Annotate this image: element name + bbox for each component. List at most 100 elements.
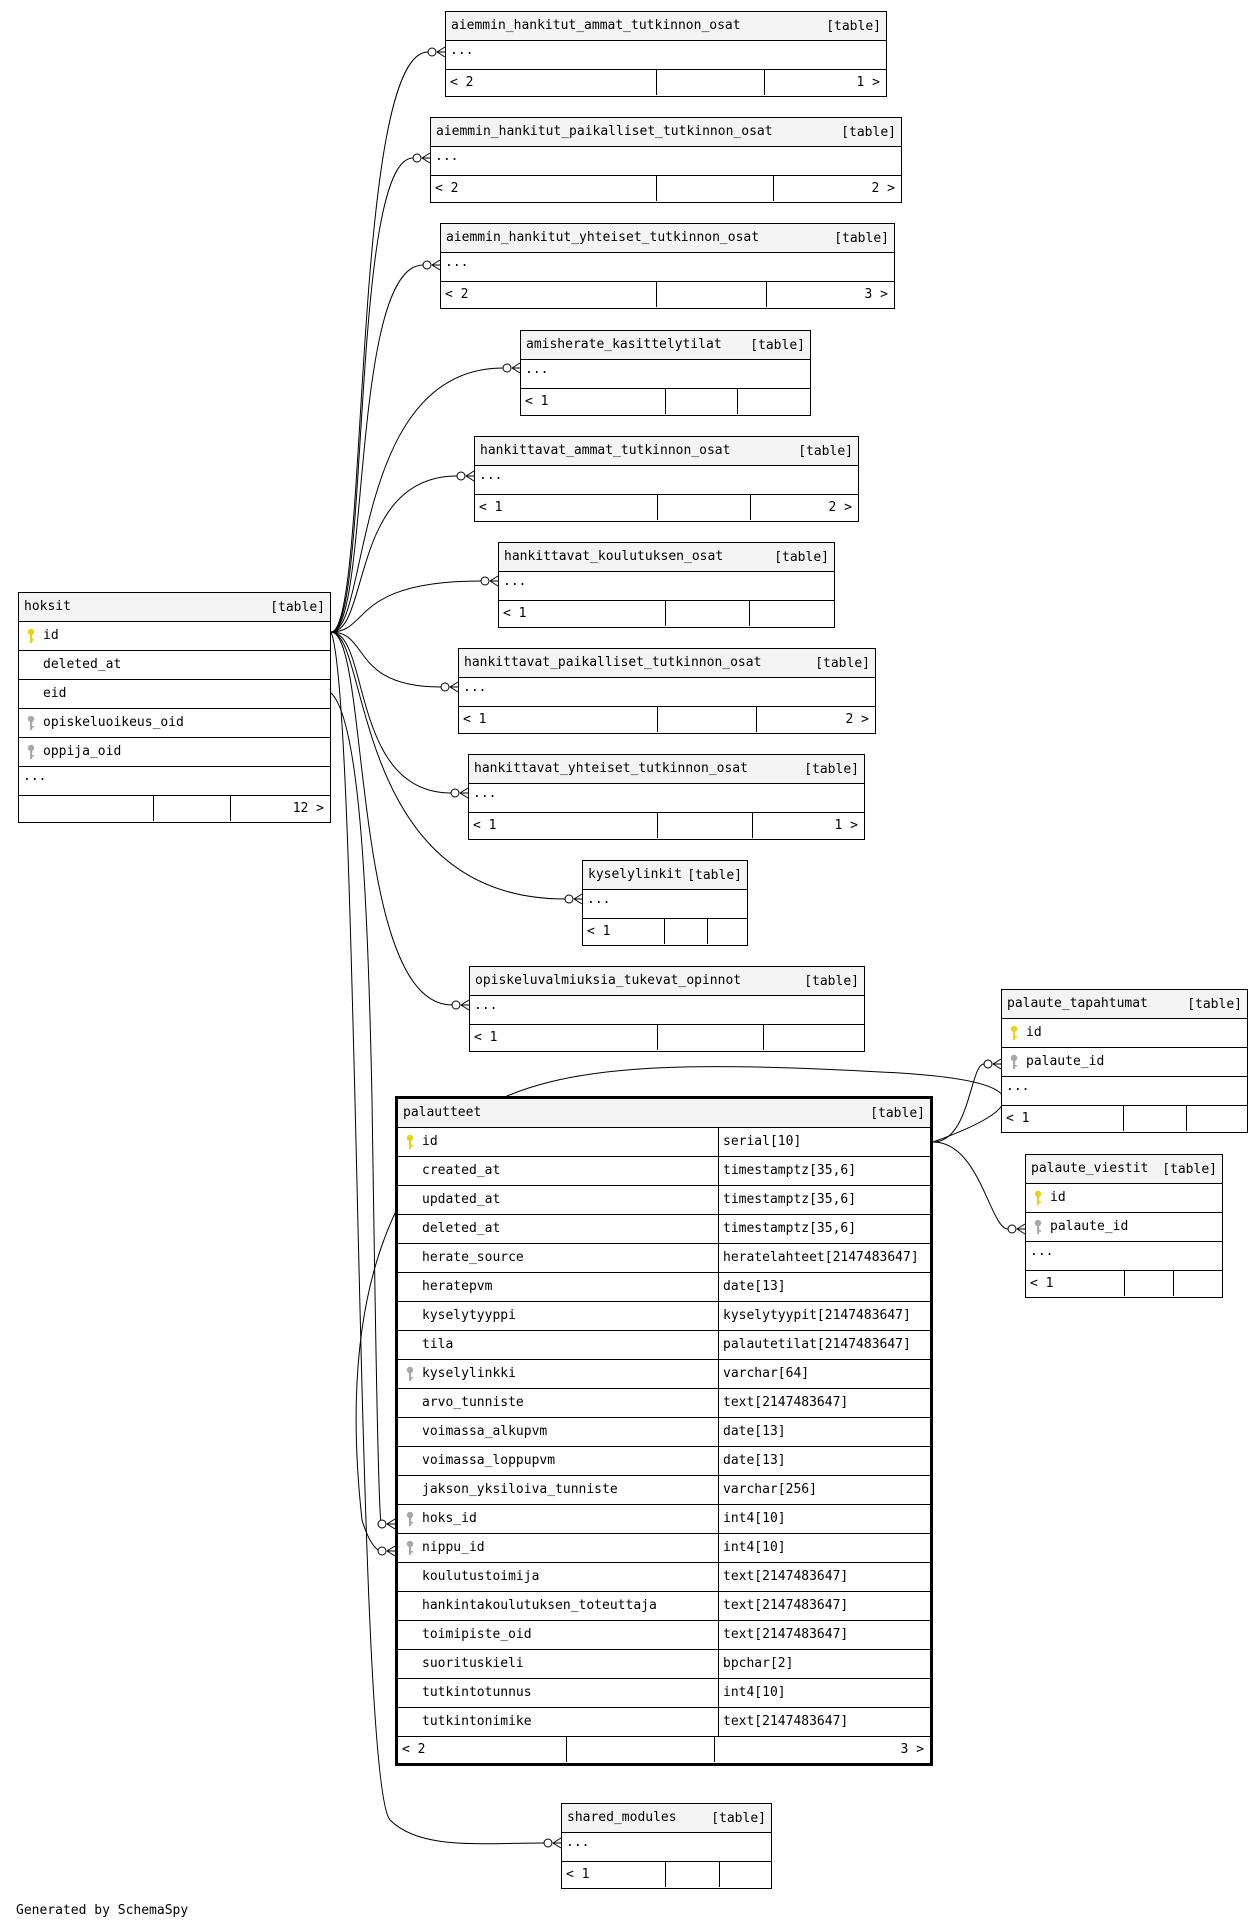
- column-row[interactable]: id: [1026, 1184, 1222, 1213]
- table-header[interactable]: hankittavat_ammat_tutkinnon_osat[table]: [475, 437, 858, 466]
- parent-count[interactable]: < 1: [525, 394, 549, 409]
- table-header[interactable]: hankittavat_yhteiset_tutkinnon_osat[tabl…: [469, 755, 864, 784]
- parent-count[interactable]: < 1: [587, 924, 611, 939]
- table-header[interactable]: palautteet[table]: [398, 1099, 930, 1128]
- footer-spacer: [656, 70, 764, 95]
- column-row[interactable]: id: [1002, 1019, 1247, 1048]
- child-count[interactable]: 2 >: [773, 176, 901, 201]
- table-name: palaute_viestit: [1031, 1161, 1149, 1176]
- parent-count[interactable]: < 1: [473, 818, 497, 833]
- table-hankittavat-koulutuksen-osat[interactable]: hankittavat_koulutuksen_osat[table]...< …: [498, 542, 835, 628]
- child-count[interactable]: 3 >: [714, 1737, 930, 1762]
- child-count[interactable]: [763, 1025, 864, 1050]
- child-count[interactable]: 12 >: [230, 796, 330, 821]
- column-name: voimassa_alkupvm: [422, 1424, 548, 1439]
- parent-count[interactable]: < 1: [1006, 1111, 1030, 1126]
- child-count[interactable]: [749, 601, 834, 626]
- parent-count[interactable]: [19, 796, 23, 821]
- column-row[interactable]: id: [19, 622, 330, 651]
- parent-count[interactable]: < 1: [463, 712, 487, 727]
- table-hankittavat-paikalliset-tutkinnon-osat[interactable]: hankittavat_paikalliset_tutkinnon_osat[t…: [458, 648, 876, 734]
- table-aiemmin-hankitut-yhteiset-tutkinnon-osat[interactable]: aiemmin_hankitut_yhteiset_tutkinnon_osat…: [440, 223, 895, 309]
- table-aiemmin-hankitut-paikalliset-tutkinnon-osat[interactable]: aiemmin_hankitut_paikalliset_tutkinnon_o…: [430, 117, 902, 203]
- table-header[interactable]: kyselylinkit[table]: [583, 861, 747, 890]
- parent-count[interactable]: < 1: [479, 500, 503, 515]
- table-header[interactable]: aiemmin_hankitut_paikalliset_tutkinnon_o…: [431, 118, 901, 147]
- column-type: varchar[256]: [718, 1476, 817, 1504]
- child-count[interactable]: 2 >: [750, 495, 858, 520]
- parent-count[interactable]: < 1: [474, 1030, 498, 1045]
- table-header[interactable]: shared_modules[table]: [562, 1804, 771, 1833]
- table-hankittavat-ammat-tutkinnon-osat[interactable]: hankittavat_ammat_tutkinnon_osat[table].…: [474, 436, 859, 522]
- parent-count[interactable]: < 2: [450, 75, 474, 90]
- table-kyselylinkit[interactable]: kyselylinkit[table]...< 1: [582, 860, 748, 946]
- child-count[interactable]: [737, 389, 810, 414]
- child-count[interactable]: [707, 919, 747, 944]
- column-row[interactable]: palaute_id: [1026, 1213, 1222, 1242]
- child-count[interactable]: [1173, 1271, 1222, 1296]
- child-count[interactable]: 1 >: [752, 813, 864, 838]
- table-header[interactable]: hoksit[table]: [19, 593, 330, 622]
- table-header[interactable]: amisherate_kasittelytilat[table]: [521, 331, 810, 360]
- table-type-label: [table]: [870, 1106, 925, 1121]
- table-header[interactable]: aiemmin_hankitut_yhteiset_tutkinnon_osat…: [441, 224, 894, 253]
- table-header[interactable]: palaute_viestit[table]: [1026, 1155, 1222, 1184]
- parent-count[interactable]: < 2: [402, 1742, 426, 1757]
- parent-count[interactable]: < 1: [1030, 1276, 1054, 1291]
- column-name: palaute_id: [1050, 1219, 1129, 1234]
- table-name: shared_modules: [567, 1810, 677, 1825]
- table-header[interactable]: palaute_tapahtumat[table]: [1002, 990, 1247, 1019]
- table-type-label: [table]: [270, 600, 325, 615]
- column-row[interactable]: oppija_oid: [19, 738, 330, 767]
- column-row[interactable]: opiskeluoikeus_oid: [19, 709, 330, 738]
- child-count[interactable]: 3 >: [766, 282, 894, 307]
- child-count[interactable]: [1186, 1106, 1247, 1131]
- table-opiskeluvalmiuksia-tukevat-opinnot[interactable]: opiskeluvalmiuksia_tukevat_opinnot[table…: [469, 966, 865, 1052]
- column-name: voimassa_loppupvm: [422, 1453, 556, 1468]
- table-header[interactable]: aiemmin_hankitut_ammat_tutkinnon_osat[ta…: [446, 12, 886, 41]
- table-header[interactable]: opiskeluvalmiuksia_tukevat_opinnot[table…: [470, 967, 864, 996]
- parent-count[interactable]: < 1: [503, 606, 527, 621]
- table-footer: < 1: [470, 1025, 864, 1051]
- table-header[interactable]: hankittavat_koulutuksen_osat[table]: [499, 543, 834, 572]
- table-amisherate-kasittelytilat[interactable]: amisherate_kasittelytilat[table]...< 1: [520, 330, 811, 416]
- child-count[interactable]: 1 >: [764, 70, 886, 95]
- table-aiemmin-hankitut-ammat-tutkinnon-osat[interactable]: aiemmin_hankitut_ammat_tutkinnon_osat[ta…: [445, 11, 887, 97]
- child-count[interactable]: 2 >: [756, 707, 875, 732]
- column-row[interactable]: palaute_id: [1002, 1048, 1247, 1077]
- table-header[interactable]: hankittavat_paikalliset_tutkinnon_osat[t…: [459, 649, 875, 678]
- child-count[interactable]: [719, 1862, 771, 1887]
- column-row[interactable]: deleted_at: [19, 651, 330, 680]
- table-hankittavat-yhteiset-tutkinnon-osat[interactable]: hankittavat_yhteiset_tutkinnon_osat[tabl…: [468, 754, 865, 840]
- parent-count[interactable]: < 2: [435, 181, 459, 196]
- parent-count[interactable]: < 1: [566, 1867, 590, 1882]
- parent-count[interactable]: < 2: [445, 287, 469, 302]
- table-shared-modules[interactable]: shared_modules[table]...< 1: [561, 1803, 772, 1889]
- column-row[interactable]: eid: [19, 680, 330, 709]
